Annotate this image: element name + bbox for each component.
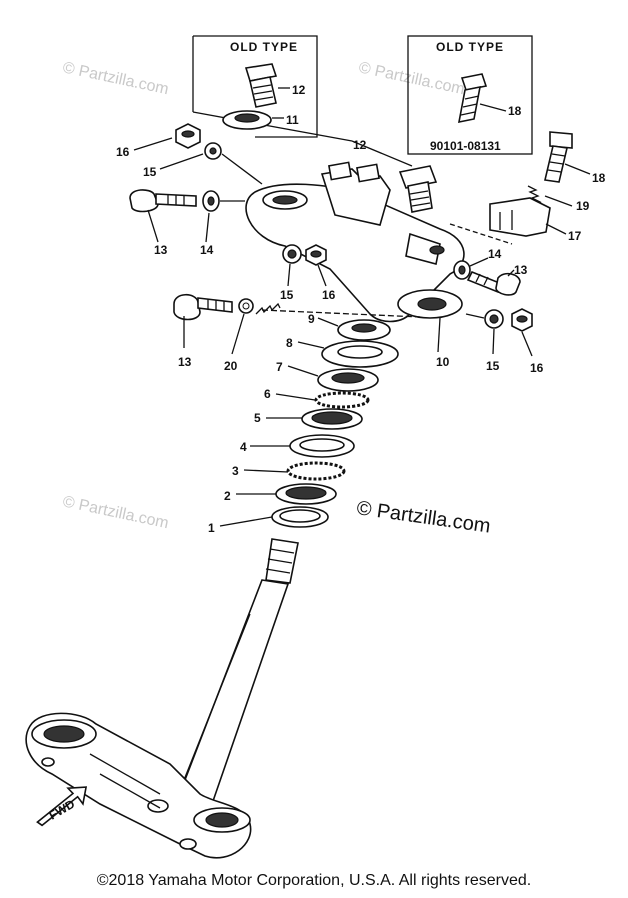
label-15-mid: 15 (280, 288, 294, 302)
label-8: 8 (286, 336, 293, 350)
bolt-12-old (244, 63, 278, 108)
washer-14-right (453, 260, 471, 280)
bolt-18-old (457, 73, 488, 124)
bolt-13-right (466, 270, 521, 296)
old-type-box-right: OLD TYPE 90101-08131 (407, 35, 533, 155)
label-13-right: 13 (514, 263, 528, 277)
watermark-mid-left: © Partzilla.com (61, 493, 170, 532)
label-6: 6 (264, 387, 271, 401)
old-type-box-left: OLD TYPE (192, 35, 353, 142)
fwd-arrow: FWD (36, 786, 88, 827)
adjust-nut-9 (337, 319, 391, 341)
bearing-balls-3 (286, 461, 346, 481)
bearing-balls-6 (314, 391, 370, 409)
clamp-17 (489, 197, 551, 237)
bolt-13-left (173, 293, 233, 321)
label-7: 7 (276, 360, 283, 374)
label-5: 5 (254, 411, 261, 425)
label-3: 3 (232, 464, 239, 478)
label-14-top: 14 (200, 243, 214, 257)
label-1: 1 (208, 521, 215, 535)
nut-8 (321, 340, 399, 368)
label-14-right: 14 (488, 247, 502, 261)
part-labels: 12 11 18 12 16 15 18 19 17 13 14 14 13 1… (116, 83, 606, 535)
copyright-footer: ©2018 Yamaha Motor Corporation, U.S.A. A… (96, 872, 532, 889)
washer-15-mid (282, 244, 302, 264)
label-12-old: 12 (292, 83, 306, 97)
label-17: 17 (568, 229, 582, 243)
label-16-right: 16 (530, 361, 544, 375)
label-20: 20 (224, 359, 238, 373)
ring-20 (238, 298, 254, 314)
upper-bracket (245, 161, 465, 323)
steering-stem (176, 538, 299, 805)
washer-15-right (484, 309, 504, 329)
race-4 (289, 434, 355, 458)
label-9: 9 (308, 312, 315, 326)
label-13-left: 13 (178, 355, 192, 369)
washer-11 (222, 110, 272, 130)
old-type-title-left: OLD TYPE (230, 40, 298, 54)
washer-15-top (204, 142, 222, 160)
washer-14-top (202, 190, 220, 212)
cover-7 (317, 368, 379, 392)
label-4: 4 (240, 440, 247, 454)
nut-16-top (175, 123, 201, 149)
nut-16-mid (305, 244, 327, 266)
old-type-part-number: 90101-08131 (430, 139, 501, 153)
label-18: 18 (592, 171, 606, 185)
seal-1 (271, 506, 329, 528)
race-5 (301, 408, 363, 430)
label-16-top: 16 (116, 145, 130, 159)
label-11: 11 (286, 113, 299, 127)
watermark-top-right: © Partzilla.com (357, 59, 466, 98)
label-12: 12 (353, 138, 367, 152)
label-10: 10 (436, 355, 450, 369)
bolt-13-top (129, 189, 197, 213)
label-19: 19 (576, 199, 590, 213)
label-18-old: 18 (508, 104, 522, 118)
label-15-top: 15 (143, 165, 157, 179)
old-type-title-right: OLD TYPE (436, 40, 504, 54)
nut-16-right (511, 308, 533, 332)
watermark-main: © Partzilla.com (355, 497, 492, 538)
watermark-top-left: © Partzilla.com (61, 59, 170, 98)
spring-20 (255, 302, 281, 315)
bolt-18 (544, 131, 573, 183)
lower-bracket (25, 712, 252, 859)
label-16-mid: 16 (322, 288, 336, 302)
race-2 (275, 483, 337, 505)
label-15-right: 15 (486, 359, 500, 373)
label-13-top: 13 (154, 243, 168, 257)
label-2: 2 (224, 489, 231, 503)
bolt-12 (398, 165, 438, 213)
